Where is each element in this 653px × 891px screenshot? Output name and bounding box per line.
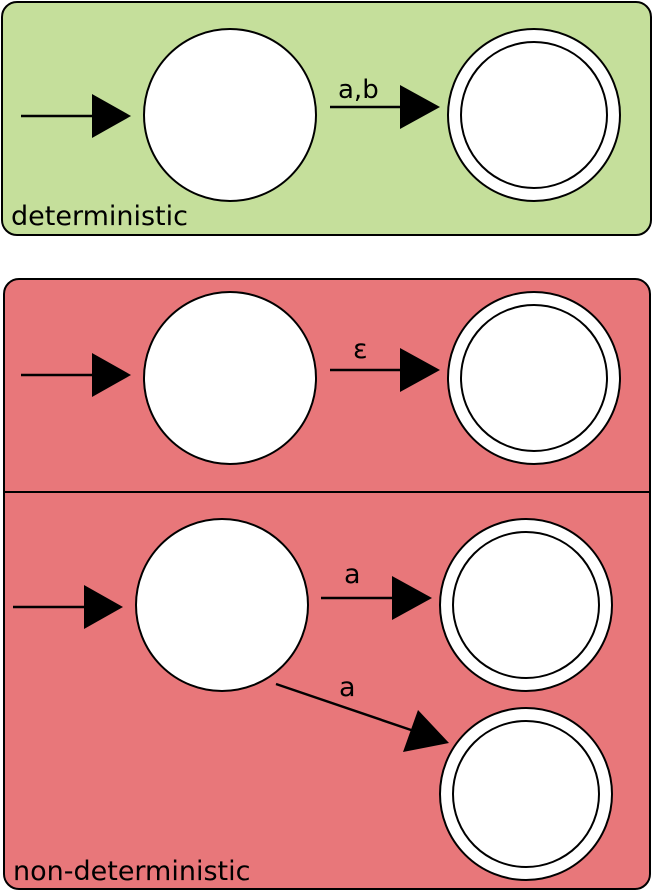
start-state [143,291,317,465]
epsilon-arrow-head [400,348,440,392]
epsilon-label: ε [353,334,368,365]
transition-label: a,b [338,75,379,105]
accept-state [447,291,621,465]
start-state [143,28,317,202]
branch-arrow-head-2 [403,710,449,752]
accept-state [447,28,621,202]
start-arrow-head [84,585,123,629]
accept-state-1 [439,518,613,692]
nondeterministic-caption: non-deterministic [13,856,250,887]
accept-state-2 [439,707,613,881]
start-arrow-head [92,353,131,397]
branch-arrow-line-2 [275,682,415,733]
branch-label-1: a [344,559,361,590]
deterministic-caption: deterministic [11,201,188,232]
branch-label-2: a [339,672,356,703]
start-arrow-head [92,94,131,138]
branch-arrow-head-1 [392,576,432,620]
transition-arrow-head [400,85,440,129]
start-state [135,518,309,692]
